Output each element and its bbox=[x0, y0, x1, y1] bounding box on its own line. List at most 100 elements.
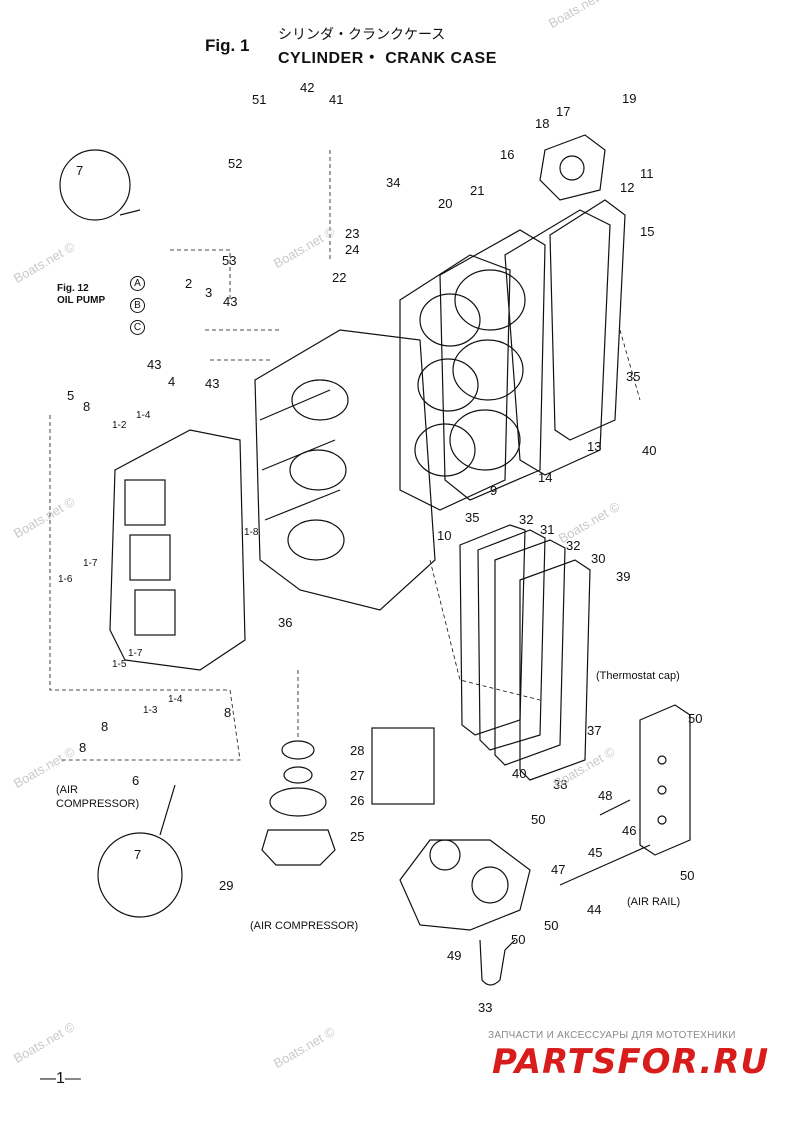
part-label-40-a: 40 bbox=[642, 443, 657, 458]
oil-pump-caption: OIL PUMP bbox=[57, 295, 106, 306]
air-rail bbox=[639, 704, 691, 856]
bearing bbox=[281, 740, 315, 760]
part-label-7-top: 7 bbox=[76, 163, 84, 178]
head-cover-gasket bbox=[549, 199, 626, 441]
air-rail-callout: (AIR RAIL) bbox=[627, 896, 681, 908]
part-label-31: 31 bbox=[540, 522, 555, 537]
oil-seal bbox=[283, 766, 313, 784]
part-label-18: 18 bbox=[535, 116, 550, 131]
part-label-19: 19 bbox=[622, 91, 637, 106]
part-label-25: 25 bbox=[350, 829, 365, 844]
part-label-32-a: 32 bbox=[519, 512, 534, 527]
exhaust-cover-gasket-2 bbox=[477, 529, 546, 751]
part-label-36: 36 bbox=[278, 615, 293, 630]
part-label-32-b: 32 bbox=[566, 538, 581, 553]
cylinder-block bbox=[254, 329, 436, 611]
part-label-8-c: 8 bbox=[101, 719, 109, 734]
air-compressor-left-callout-2: COMPRESSOR) bbox=[56, 798, 140, 810]
part-label-10: 10 bbox=[437, 528, 452, 543]
part-label-13: 13 bbox=[587, 439, 602, 454]
part-label-1-7-b: 1-7 bbox=[128, 648, 143, 659]
part-label-7-bottom: 7 bbox=[134, 847, 142, 862]
part-label-16: 16 bbox=[500, 147, 515, 162]
part-label-1-4-a: 1-4 bbox=[136, 410, 151, 421]
part-label-20: 20 bbox=[438, 196, 453, 211]
oil-pump-figure-ref: Fig. 12 bbox=[57, 283, 89, 294]
part-label-2: 2 bbox=[185, 276, 193, 291]
air-compressor bbox=[399, 839, 531, 931]
part-label-17: 17 bbox=[556, 104, 571, 119]
thermostat-cap-callout: (Thermostat cap) bbox=[596, 670, 680, 682]
port-marker-a: A bbox=[130, 276, 145, 291]
air-compressor-left-callout-1: (AIR bbox=[56, 784, 78, 796]
part-label-33: 33 bbox=[478, 1000, 493, 1015]
part-label-50-d: 50 bbox=[544, 918, 559, 933]
part-label-53: 53 bbox=[222, 253, 237, 268]
head-cover bbox=[504, 209, 611, 476]
part-label-27: 27 bbox=[350, 768, 365, 783]
part-label-26: 26 bbox=[350, 793, 365, 808]
part-label-34: 34 bbox=[386, 175, 401, 190]
part-label-50-e: 50 bbox=[511, 932, 526, 947]
part-label-8-b: 8 bbox=[224, 705, 232, 720]
detail-circle-bottom bbox=[97, 832, 183, 918]
part-label-37: 37 bbox=[587, 723, 602, 738]
port-marker-b: B bbox=[130, 298, 145, 313]
part-label-38: 38 bbox=[553, 777, 568, 792]
part-label-30: 30 bbox=[591, 551, 606, 566]
part-label-46: 46 bbox=[622, 823, 637, 838]
part-label-21: 21 bbox=[470, 183, 485, 198]
figure-title: CYLINDER・ CRANK CASE bbox=[278, 50, 497, 67]
part-label-41: 41 bbox=[329, 92, 344, 107]
detail-circle-top bbox=[59, 149, 131, 221]
exhaust-cover-1 bbox=[494, 539, 566, 766]
part-label-1-3: 1-3 bbox=[143, 705, 158, 716]
bearing-housing bbox=[261, 829, 336, 866]
part-label-6: 6 bbox=[132, 773, 140, 788]
part-label-8-a: 8 bbox=[83, 399, 91, 414]
part-label-1-6: 1-6 bbox=[58, 574, 73, 585]
figure-number: Fig. 1 bbox=[205, 36, 250, 55]
figure-title-japanese: シリンダ・クランクケース bbox=[278, 26, 446, 42]
part-label-8-d: 8 bbox=[79, 740, 87, 755]
thermostat-cover bbox=[539, 134, 606, 201]
part-label-11: 11 bbox=[640, 166, 654, 181]
part-label-1-4-b: 1-4 bbox=[168, 694, 183, 705]
part-label-51: 51 bbox=[252, 92, 267, 107]
part-label-49: 49 bbox=[447, 948, 462, 963]
exhaust-cover-gasket-1 bbox=[459, 524, 526, 736]
page-number: —1— bbox=[40, 1070, 81, 1087]
part-label-52: 52 bbox=[228, 156, 243, 171]
part-label-24: 24 bbox=[345, 242, 360, 257]
part-label-50-c: 50 bbox=[680, 868, 695, 883]
part-label-50-b: 50 bbox=[531, 812, 546, 827]
part-label-35-b: 35 bbox=[465, 510, 480, 525]
part-label-14: 14 bbox=[538, 470, 553, 485]
exhaust-cover-2 bbox=[519, 559, 591, 781]
part-label-42: 42 bbox=[300, 80, 315, 95]
part-label-15: 15 bbox=[640, 224, 655, 239]
part-label-1-5: 1-5 bbox=[112, 659, 127, 670]
part-label-1-2: 1-2 bbox=[112, 420, 127, 431]
part-label-47: 47 bbox=[551, 862, 566, 877]
oil-pump-reference: Fig. 12 OIL PUMP bbox=[57, 283, 105, 307]
part-label-43-a: 43 bbox=[223, 294, 238, 309]
pipe-46 bbox=[599, 799, 631, 816]
part-label-43-b: 43 bbox=[147, 357, 162, 372]
part-label-39: 39 bbox=[616, 569, 631, 584]
brand-tagline: ЗАПЧАСТИ И АКСЕССУАРЫ ДЛЯ МОТОТЕХНИКИ bbox=[488, 1030, 736, 1041]
inset-detail bbox=[371, 727, 435, 805]
part-label-12: 12 bbox=[620, 180, 635, 195]
part-label-22: 22 bbox=[332, 270, 347, 285]
part-label-35-a: 35 bbox=[626, 369, 641, 384]
pipe-44 bbox=[559, 844, 651, 886]
part-label-48: 48 bbox=[598, 788, 613, 803]
part-label-29: 29 bbox=[219, 878, 234, 893]
part-label-28: 28 bbox=[350, 743, 365, 758]
brand-logo[interactable]: PARTSFOR.RU bbox=[492, 1042, 770, 1082]
part-label-45: 45 bbox=[588, 845, 603, 860]
air-hose-49 bbox=[479, 939, 516, 986]
part-label-9: 9 bbox=[490, 483, 498, 498]
